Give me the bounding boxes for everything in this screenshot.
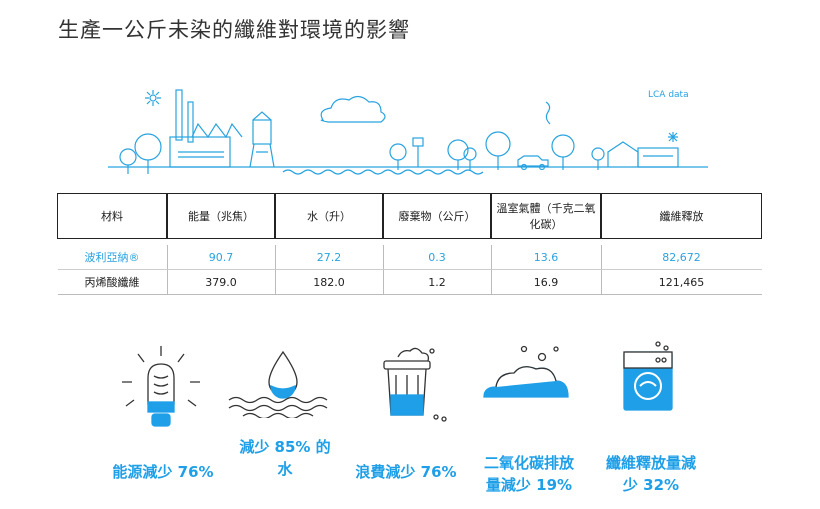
table-cell: 0.3	[383, 245, 492, 270]
stat-line: 纖維釋放量減	[605, 454, 696, 472]
table-cell: 121,465	[601, 269, 762, 295]
table-cell: 182.0	[275, 269, 384, 295]
washing-machine-icon	[623, 341, 673, 411]
column-header: 纖維釋放	[601, 193, 762, 239]
table-cell: 90.7	[167, 245, 276, 270]
table-cell: 丙烯酸纖維	[57, 269, 168, 295]
lca-landscape-illustration	[108, 89, 708, 175]
lca-data-label: LCA data	[648, 90, 689, 100]
table-cell: 波利亞納®	[57, 245, 168, 270]
table-cell: 13.6	[491, 245, 602, 270]
car-icon	[517, 155, 549, 171]
waste-reduction-stat: 浪費減少 76%	[355, 463, 457, 481]
column-header: 能量（兆焦）	[167, 193, 276, 239]
hoop-icon	[412, 137, 424, 167]
fiber-release-reduction-stat: 纖維釋放量減 少 32%	[592, 452, 710, 496]
column-header: 溫室氣體（千克二氧化碳）	[491, 193, 602, 239]
lightbulb-icon	[122, 346, 200, 427]
factory-icon	[169, 89, 243, 168]
column-header: 水（升）	[275, 193, 384, 239]
house-icon	[607, 141, 679, 168]
column-header: 廢棄物（公斤）	[383, 193, 492, 239]
table-header-row: 材料 能量（兆焦） 水（升） 廢棄物（公斤） 溫室氣體（千克二氧化碳） 纖維釋放	[57, 193, 762, 239]
energy-reduction-stat: 能源減少 76%	[112, 463, 214, 481]
co2-reduction-stat: 二氧化碳排放 量減少 19%	[470, 452, 588, 496]
table-cell: 379.0	[167, 269, 276, 295]
stat-line: 減少 85% 的	[239, 438, 331, 456]
table-cell: 16.9	[491, 269, 602, 295]
co2-cloud-icon	[483, 345, 569, 398]
water-tower-icon	[249, 111, 275, 168]
table-row: 波利亞納® 90.7 27.2 0.3 13.6 82,672	[57, 245, 762, 270]
table-cell: 82,672	[601, 245, 762, 270]
sun-icon	[145, 90, 161, 106]
page-title: 生產一公斤未染的纖維對環境的影響	[58, 18, 410, 42]
table-cell: 1.2	[383, 269, 492, 295]
column-header: 材料	[57, 193, 168, 239]
stat-line: 少 32%	[622, 476, 680, 494]
stat-line: 水	[277, 460, 293, 478]
water-reduction-stat: 減少 85% 的 水	[230, 436, 340, 480]
table-row: 丙烯酸纖維 379.0 182.0 1.2 16.9 121,465	[57, 269, 762, 295]
trash-bin-icon	[383, 347, 447, 422]
water-drop-icon	[228, 350, 328, 418]
table-cell: 27.2	[275, 245, 384, 270]
stat-line: 量減少 19%	[485, 476, 573, 494]
comparison-table: 材料 能量（兆焦） 水（升） 廢棄物（公斤） 溫室氣體（千克二氧化碳） 纖維釋放…	[57, 193, 762, 295]
stat-line: 二氧化碳排放	[483, 454, 574, 472]
tree-icon	[119, 133, 162, 174]
